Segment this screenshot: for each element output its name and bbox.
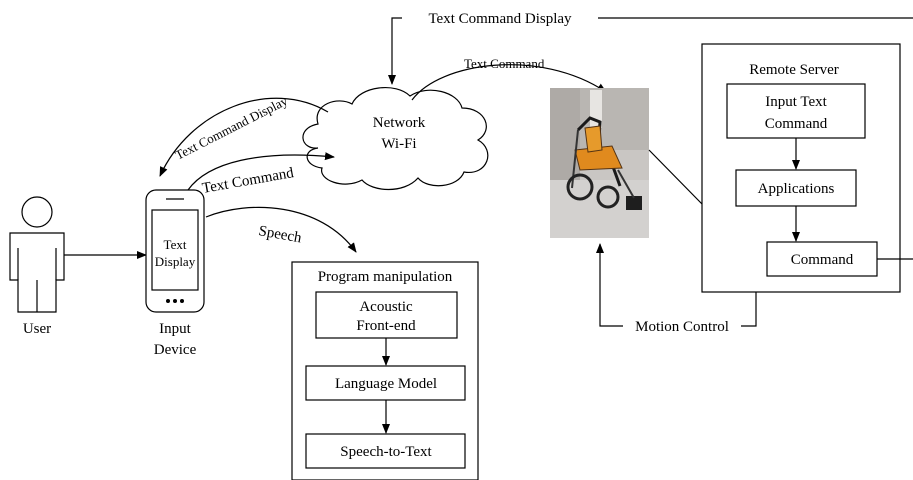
speech-label: Speech	[257, 223, 303, 246]
applications-box	[735, 169, 857, 207]
robot-server-connector	[648, 149, 703, 205]
language-model-label: Language Model	[335, 376, 437, 392]
acoustic-front-end-box	[315, 291, 458, 339]
screen-text-line1: Text	[164, 237, 187, 252]
motion-control-label: Motion Control	[635, 319, 729, 335]
input-text-command-line1: Input Text	[765, 94, 827, 110]
acoustic-line1: Acoustic	[359, 299, 413, 315]
user-label: User	[23, 321, 51, 337]
text-command-display-top-label: Text Command Display	[428, 11, 572, 27]
input-text-command-line2: Command	[765, 116, 828, 132]
remote-server-title: Remote Server	[749, 62, 839, 78]
user-icon	[9, 196, 65, 313]
text-command-to-robot-arrow	[411, 64, 607, 101]
text-command-from-device-arrow	[187, 152, 335, 191]
device-label-line1: Input	[159, 321, 191, 337]
input-text-command-box	[726, 83, 866, 139]
text-command-display-curve-arrow	[159, 97, 329, 177]
wheelchair-photo-icon	[550, 88, 649, 238]
program-title: Program manipulation	[318, 269, 453, 285]
text-command-from-device-label: Text Command	[201, 165, 296, 197]
command-label: Command	[791, 252, 854, 268]
speech-to-text-label: Speech-to-Text	[340, 444, 432, 460]
device-label-line2: Device	[154, 342, 197, 358]
network-cloud-icon	[302, 87, 489, 190]
speech-arrow	[205, 206, 357, 253]
text-command-display-curve-label: Text Command Display	[173, 93, 291, 163]
language-model-box	[305, 365, 466, 401]
speech-to-text-box	[305, 433, 466, 469]
phone-icon	[145, 189, 205, 313]
text-command-to-robot-label: Text Command	[464, 56, 545, 71]
acoustic-line2: Front-end	[356, 318, 416, 334]
network-label-line2: Wi-Fi	[381, 136, 416, 152]
text-command-display-top-line	[392, 17, 913, 84]
network-label-line1: Network	[373, 115, 426, 131]
screen-text-line2: Display	[155, 254, 196, 269]
command-box	[766, 241, 878, 277]
applications-label: Applications	[758, 181, 835, 197]
